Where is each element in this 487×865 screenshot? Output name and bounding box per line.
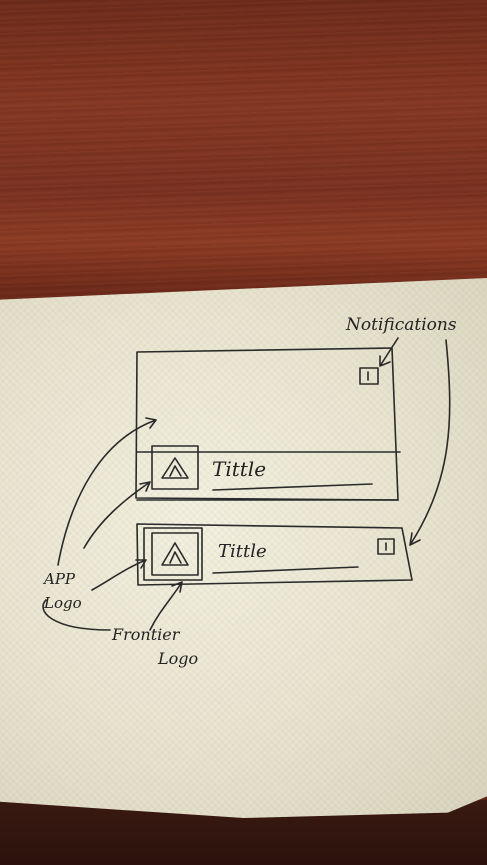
wooden-table-background xyxy=(0,0,487,310)
card-2-logo-icon xyxy=(161,542,189,566)
arrow-app-logo-1 xyxy=(57,417,157,566)
app-logo-annotation-line1: APP xyxy=(42,570,76,588)
arrow-notifications-top xyxy=(379,337,399,367)
card-1-outline xyxy=(136,451,401,501)
card-2-title: Tittle xyxy=(218,541,267,562)
frontier-logo-annotation-line1: Frontier xyxy=(111,625,181,644)
arrow-app-logo-3 xyxy=(91,559,147,591)
card-2-notification-icon xyxy=(377,538,395,555)
card-1-logo-box xyxy=(151,445,199,490)
card-1-logo-icon xyxy=(161,457,189,479)
notification-icon xyxy=(359,367,379,385)
app-logo-annotation-line2: Logo xyxy=(43,594,82,612)
card-1-title: Tittle xyxy=(212,457,266,481)
frontier-logo-annotation-line2: Logo xyxy=(157,649,198,668)
notifications-annotation: Notifications xyxy=(345,315,457,335)
card-2-underline xyxy=(212,566,359,574)
card-1-underline xyxy=(212,483,373,491)
arrow-app-logo-4 xyxy=(42,599,111,631)
card-2-logo-box xyxy=(151,532,199,576)
card-2-outer-logo-box xyxy=(143,527,203,581)
arrow-notifications-bottom xyxy=(409,339,451,546)
arrow-frontier-logo xyxy=(149,581,183,631)
arrow-app-logo-2 xyxy=(83,481,151,549)
card-2-outline xyxy=(136,523,413,586)
